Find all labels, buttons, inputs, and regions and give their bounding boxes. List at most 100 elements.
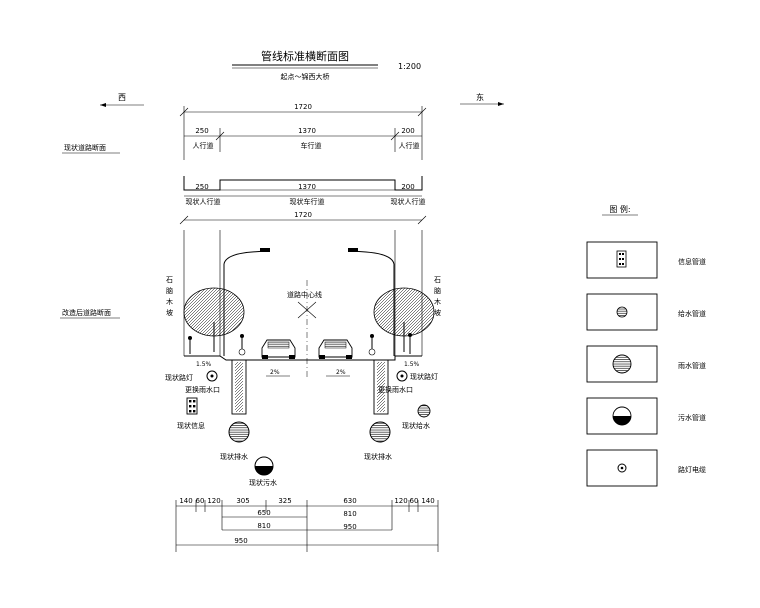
tree-right-icon — [373, 287, 435, 353]
legend-sewage-pipe-icon — [612, 406, 632, 426]
street-lamp-right-icon — [348, 248, 395, 356]
cyclist-left-icon — [238, 334, 246, 356]
dim-r1-5: 630 — [343, 497, 356, 505]
top-name-1: 人行道 — [193, 141, 214, 150]
svg-text:坡: 坡 — [434, 308, 441, 317]
label-rain-right: 更换雨水口 — [378, 385, 413, 394]
exist-seg-2: 1370 — [298, 183, 316, 191]
legend-label-storm: 雨水管道 — [678, 361, 706, 370]
bottom-dimension-chain — [175, 500, 439, 552]
legend-storm-pipe-icon — [612, 354, 632, 374]
svg-text:脑: 脑 — [434, 286, 441, 295]
pedestrian-right-icon — [408, 333, 412, 354]
dim-r1-7: 60 — [410, 497, 419, 505]
gully-pit-right — [373, 359, 389, 415]
exist-total-dim: 1720 — [294, 211, 312, 219]
svg-text:石: 石 — [166, 276, 173, 284]
dim-r1-0: 140 — [179, 497, 192, 505]
legend-box-storm — [586, 345, 658, 383]
centerline-marker-icon — [297, 301, 317, 319]
gully-pit-left — [231, 359, 247, 415]
tree-left-icon — [183, 287, 245, 353]
legend-label-water: 给水管道 — [678, 309, 706, 318]
dim-r1-4: 325 — [278, 497, 291, 505]
dim-r1-6: 120 — [394, 497, 407, 505]
label-telecom: 现状信息 — [177, 421, 205, 430]
top-seg-3: 200 — [401, 127, 414, 135]
svg-text:石: 石 — [434, 276, 441, 284]
legend-label-sewage: 污水管道 — [678, 413, 706, 422]
dim-r4-1: 950 — [343, 523, 356, 531]
crown-left: 2% — [270, 369, 280, 376]
label-sewage: 现状污水 — [249, 478, 277, 487]
storm-pipe-right-icon — [369, 421, 391, 443]
dim-r4-0: 950 — [234, 537, 247, 545]
label-reconstructed-section: 改造后道路断面 — [62, 308, 111, 317]
exist-name-2: 现状车行道 — [290, 197, 325, 206]
centerline-label: 道路中心线 — [287, 290, 322, 299]
exist-seg-1: 250 — [195, 183, 208, 191]
label-drain-right: 现状排水 — [364, 452, 392, 461]
drawing-subtitle: 起点～锦西大桥 — [281, 72, 330, 81]
legend-streetlight-cable-icon — [617, 463, 627, 473]
slope-right: 1.5% — [404, 361, 420, 368]
legend-label-streetlight: 路灯电缆 — [678, 465, 706, 474]
dim-r2: 650 — [257, 509, 270, 517]
exist-name-3: 现状人行道 — [391, 197, 426, 206]
car-right-icon — [318, 339, 353, 359]
legend-box-water — [586, 293, 658, 331]
pedestrian-left-icon — [188, 336, 192, 354]
car-left-icon — [261, 339, 296, 359]
legend-title: 图 例: — [609, 204, 630, 214]
slope-left: 1.5% — [196, 361, 212, 368]
svg-text:木: 木 — [434, 297, 441, 306]
east-arrowhead-icon — [498, 102, 504, 106]
direction-west: 西 — [118, 93, 126, 102]
direction-east: 东 — [476, 92, 484, 102]
streetlight-cable-left-icon — [206, 370, 218, 382]
top-name-2: 车行道 — [301, 141, 322, 150]
label-existing-section: 现状道路断面 — [64, 143, 106, 152]
svg-text:木: 木 — [166, 297, 173, 306]
sewage-pipe-icon — [254, 456, 274, 476]
label-drain-left: 现状排水 — [220, 452, 248, 461]
storm-pipe-left-icon — [228, 421, 250, 443]
telecom-duct-icon — [186, 397, 198, 415]
top-seg-2: 1370 — [298, 127, 316, 135]
label-water: 现状给水 — [402, 421, 430, 430]
top-name-3: 人行道 — [399, 141, 420, 150]
dim-r3-0: 810 — [257, 522, 270, 530]
dim-r1-3: 305 — [236, 497, 249, 505]
drawing-scale: 1:200 — [398, 62, 421, 71]
top-total-dim: 1720 — [294, 103, 312, 111]
reconstructed-road-surface — [184, 355, 422, 361]
water-pipe-icon — [417, 404, 431, 418]
dim-r3-1: 810 — [343, 510, 356, 518]
legend-box-telecom — [586, 241, 658, 279]
dim-r1-8: 140 — [421, 497, 434, 505]
drawing-title: 管线标准横断面图 — [261, 49, 349, 63]
dim-r1-2: 120 — [207, 497, 220, 505]
street-lamp-left-icon — [223, 248, 270, 356]
legend-water-pipe-icon — [616, 306, 628, 318]
legend-box-sewage — [586, 397, 658, 435]
svg-text:坡: 坡 — [166, 308, 173, 317]
dim-r1-1: 60 — [196, 497, 205, 505]
label-rain-left: 更换雨水口 — [185, 385, 220, 394]
legend-box-streetlight — [586, 449, 658, 487]
crown-right: 2% — [336, 369, 346, 376]
exist-seg-3: 200 — [401, 183, 414, 191]
label-streetlight-right: 现状路灯 — [410, 372, 438, 381]
exist-name-1: 现状人行道 — [186, 197, 221, 206]
legend-telecom-duct-icon — [616, 250, 627, 268]
tree-note-right: 石 脑 木 坡 — [434, 276, 441, 317]
cyclist-right-icon — [368, 334, 376, 356]
tree-note-left: 石 脑 木 坡 — [166, 276, 173, 317]
label-streetlight-left: 现状路灯 — [165, 373, 193, 382]
streetlight-cable-right-icon — [396, 370, 408, 382]
svg-text:脑: 脑 — [166, 286, 173, 295]
legend-label-telecom: 信息管道 — [678, 257, 706, 266]
west-arrowhead-icon — [100, 103, 106, 107]
top-seg-1: 250 — [195, 127, 208, 135]
